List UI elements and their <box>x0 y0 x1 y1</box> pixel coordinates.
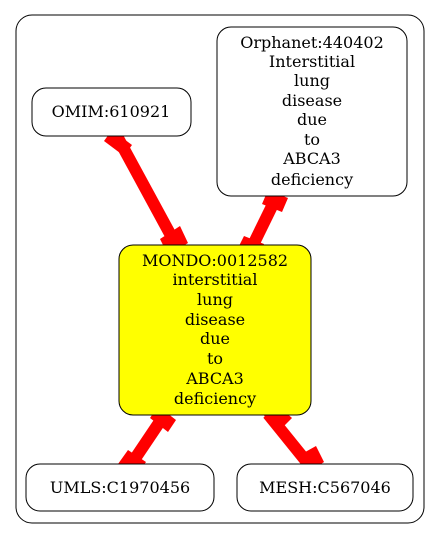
node-orphanet-label: Interstitial <box>269 52 355 71</box>
node-orphanet-label: deficiency <box>271 170 353 189</box>
node-mesh[interactable]: MESH:C567046 <box>236 463 414 512</box>
node-mesh-label: MESH:C567046 <box>259 478 391 497</box>
node-orphanet-label: lung <box>294 71 330 90</box>
node-orphanet[interactable]: Orphanet:440402 Interstitial lung diseas… <box>216 26 408 197</box>
node-orphanet-label: disease <box>282 91 342 110</box>
node-mondo-label: deficiency <box>174 389 256 408</box>
node-mondo-label: ABCA3 <box>185 369 244 388</box>
node-mondo[interactable]: MONDO:0012582 interstitial lung disease … <box>118 244 312 416</box>
node-orphanet-label: due <box>297 110 327 129</box>
node-mondo-label: to <box>207 349 223 368</box>
node-orphanet-label: Orphanet:440402 <box>240 33 384 52</box>
node-orphanet-label: ABCA3 <box>282 149 341 168</box>
node-mondo-label: due <box>200 329 230 348</box>
node-omim[interactable]: OMIM:610921 <box>31 87 192 137</box>
node-mondo-label: lung <box>197 290 233 309</box>
node-mondo-label: disease <box>185 310 245 329</box>
cluster-boundary <box>15 14 425 524</box>
node-orphanet-label: to <box>304 130 320 149</box>
node-mondo-label: interstitial <box>173 270 258 289</box>
node-mondo-label: MONDO:0012582 <box>142 251 288 270</box>
node-omim-label: OMIM:610921 <box>52 102 171 121</box>
node-umls[interactable]: UMLS:C1970456 <box>25 463 215 512</box>
node-umls-label: UMLS:C1970456 <box>50 478 190 497</box>
edge-omim-mondo <box>104 130 188 255</box>
